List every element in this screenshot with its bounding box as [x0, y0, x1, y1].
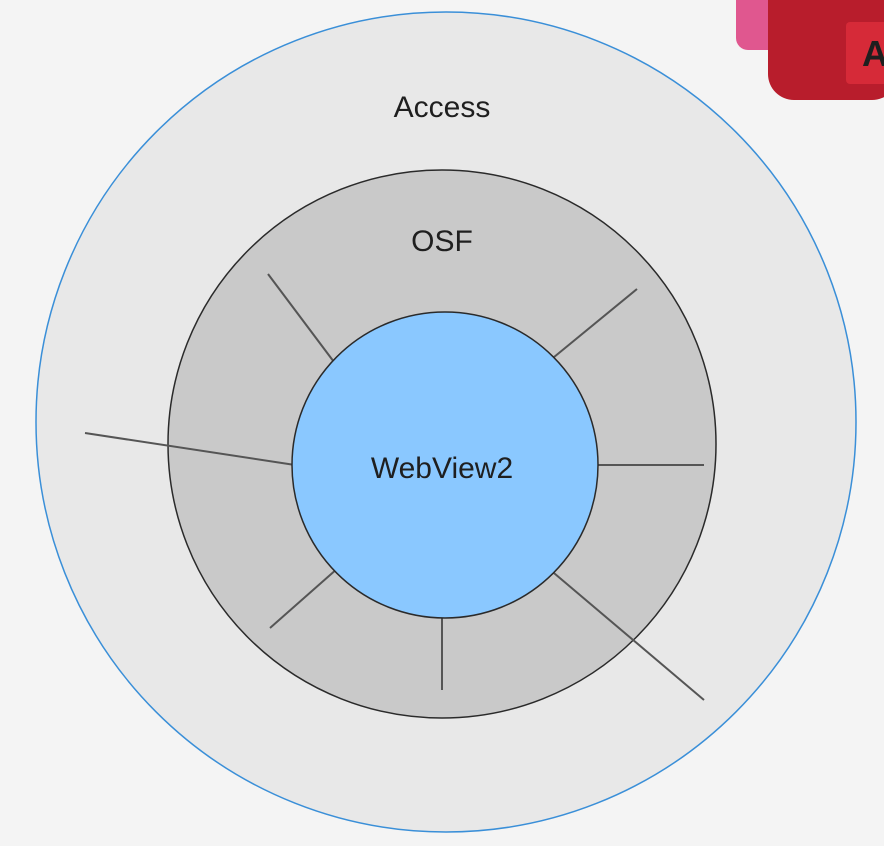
label-osf: OSF	[411, 225, 473, 258]
access-app-icon: A	[736, 0, 884, 100]
label-webview2: WebView2	[371, 452, 513, 485]
connector-line	[547, 567, 705, 701]
connector-lines	[84, 273, 705, 701]
inner-circle-webview2	[291, 311, 599, 619]
access-logo-letter: A	[862, 33, 884, 74]
connector-line	[267, 273, 338, 367]
label-access: Access	[394, 91, 491, 124]
access-logo-letter-plate	[846, 22, 884, 84]
connector-line	[269, 567, 339, 629]
connector-line	[547, 288, 638, 363]
connector-line	[84, 432, 296, 466]
